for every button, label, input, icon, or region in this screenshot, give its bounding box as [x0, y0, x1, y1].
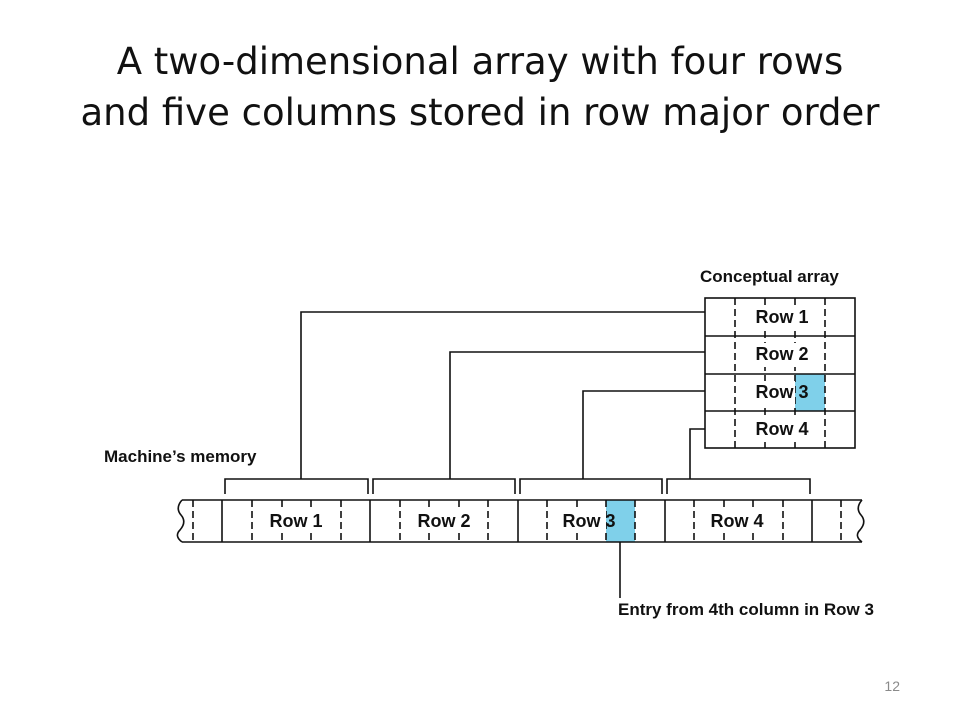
- slide-title-line-1: A two-dimensional array with four rows: [116, 40, 844, 83]
- row-3-brace: [519, 478, 663, 494]
- slide-title-line-2: and five columns stored in row major ord…: [80, 91, 880, 134]
- label-backdrop: [264, 509, 330, 533]
- conceptual-row-4-label: Row 4: [755, 419, 808, 439]
- conceptual-array-frame: [704, 297, 856, 449]
- entry-label: Entry from 4th column in Row 3: [618, 600, 874, 619]
- conceptual-row-3-label: Row 3: [755, 382, 808, 402]
- conceptual-array: Row 1 Row 2 Row 3 Row 4: [704, 297, 856, 449]
- label-backdrop: [412, 509, 478, 533]
- row-4-connector: [689, 428, 705, 479]
- memory-torn-left-edge: [176, 499, 185, 543]
- memory-row-boundaries: [221, 500, 813, 542]
- row-connectors: [300, 311, 705, 479]
- memory-row-3-label: Row 3: [562, 511, 615, 531]
- row-2-connector: [449, 351, 705, 479]
- row-1-brace: [224, 478, 369, 494]
- label-backdrop: [752, 418, 812, 442]
- memory-strip: Row 1 Row 2 Row 3 Row 4: [176, 499, 865, 543]
- machine-memory-label: Machine’s memory: [104, 447, 257, 466]
- label-backdrop: [752, 306, 812, 330]
- memory-torn-right-edge: [856, 499, 865, 543]
- row-3-connector: [582, 390, 705, 479]
- memory-cell-dividers: [192, 500, 842, 542]
- conceptual-row-2-label: Row 2: [755, 344, 808, 364]
- memory-highlight-cell: [606, 500, 635, 542]
- memory-row-4-label: Row 4: [710, 511, 763, 531]
- label-backdrop: [559, 509, 606, 533]
- memory-row-braces: [224, 478, 811, 494]
- row-2-brace: [372, 478, 516, 494]
- memory-row-2-label: Row 2: [417, 511, 470, 531]
- page-number: 12: [884, 678, 900, 694]
- conceptual-row-1-label: Row 1: [755, 307, 808, 327]
- label-backdrop: [752, 381, 795, 405]
- slide-title: A two-dimensional array with four rows a…: [0, 36, 960, 138]
- memory-row-1-label: Row 1: [269, 511, 322, 531]
- label-backdrop: [752, 343, 812, 367]
- row-1-connector: [300, 311, 705, 479]
- conceptual-array-label: Conceptual array: [700, 267, 839, 286]
- label-backdrop: [705, 509, 771, 533]
- conceptual-highlight-cell: [795, 374, 825, 411]
- row-4-brace: [666, 478, 811, 494]
